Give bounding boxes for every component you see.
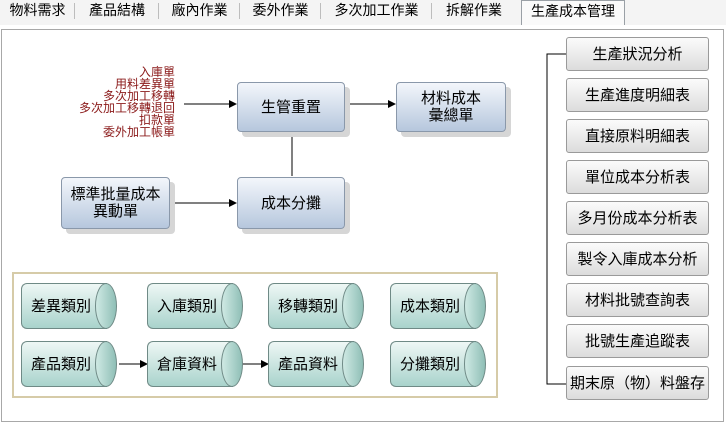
report-production-status-analysis-button[interactable]: 生產狀況分析 [566, 37, 709, 71]
report-batch-production-tracking-button[interactable]: 批號生產追蹤表 [566, 324, 709, 358]
master-tables-frame [12, 272, 498, 398]
product-data-table[interactable]: 產品資料 [268, 341, 364, 387]
tab-production-cost-management[interactable]: 生產成本管理 [521, 0, 625, 25]
transfer-category-table[interactable]: 移轉類別 [268, 283, 364, 329]
source-outsourcing-bill: 委外加工帳單 [102, 125, 175, 139]
variance-category-table[interactable]: 差異類別 [21, 283, 117, 329]
standard-batch-cost-change-label: 標準批量成本異動單 [70, 185, 161, 220]
report-unit-cost-analysis-button[interactable]: 單位成本分析表 [566, 160, 709, 194]
source-material-variance: 用料差異單 [114, 77, 175, 91]
report-multi-month-cost-analysis-button[interactable]: 多月份成本分析表 [566, 201, 709, 235]
source-documents-list: 入庫單 用料差異單 多次加工移轉 多次加工移轉退回 扣款單 委外加工帳單 [79, 66, 175, 138]
report-material-batch-inquiry-button[interactable]: 材料批號查詢表 [566, 283, 709, 317]
tab-outsourcing-operations[interactable]: 委外作業 [240, 0, 321, 22]
report-ending-material-inventory-button[interactable]: 期末原（物）料盤存 [566, 366, 709, 400]
cost-allocation-label: 成本分攤 [260, 193, 321, 212]
production-reset-label: 生管重置 [260, 97, 321, 116]
tab-material-requirements[interactable]: 物料需求 [0, 0, 75, 22]
source-multi-process-transfer: 多次加工移轉 [102, 89, 175, 103]
receipt-category-table[interactable]: 入庫類別 [147, 283, 243, 329]
module-tab-bar: 物料需求 產品結構 廠內作業 委外作業 多次加工作業 拆解作業 生產成本管理 [0, 0, 726, 25]
product-category-table[interactable]: 產品類別 [21, 341, 117, 387]
tab-product-structure[interactable]: 產品結構 [75, 0, 159, 22]
report-work-order-receipt-cost-button[interactable]: 製令入庫成本分析 [566, 242, 709, 276]
source-deduction: 扣款單 [138, 113, 175, 127]
source-receipt: 入庫單 [138, 65, 175, 79]
tab-multi-process-operations[interactable]: 多次加工作業 [321, 0, 432, 22]
tab-in-house-operations[interactable]: 廠內作業 [159, 0, 240, 22]
reports-bracket [546, 53, 566, 385]
source-multi-process-transfer-return: 多次加工移轉退回 [78, 101, 175, 115]
production-reset-button[interactable]: 生管重置 [237, 82, 345, 132]
material-cost-summary-label: 材料成本彙總單 [420, 89, 481, 124]
allocation-category-table[interactable]: 分攤類別 [390, 341, 486, 387]
report-direct-material-detail-button[interactable]: 直接原料明細表 [566, 119, 709, 153]
material-cost-summary-button[interactable]: 材料成本彙總單 [396, 82, 506, 132]
report-production-progress-detail-button[interactable]: 生產進度明細表 [566, 78, 709, 112]
cost-category-table[interactable]: 成本類別 [390, 283, 486, 329]
standard-batch-cost-change-button[interactable]: 標準批量成本異動單 [61, 177, 170, 229]
cost-allocation-button[interactable]: 成本分攤 [237, 177, 345, 229]
tab-disassembly-operations[interactable]: 拆解作業 [446, 3, 502, 19]
warehouse-data-table[interactable]: 倉庫資料 [147, 341, 243, 387]
